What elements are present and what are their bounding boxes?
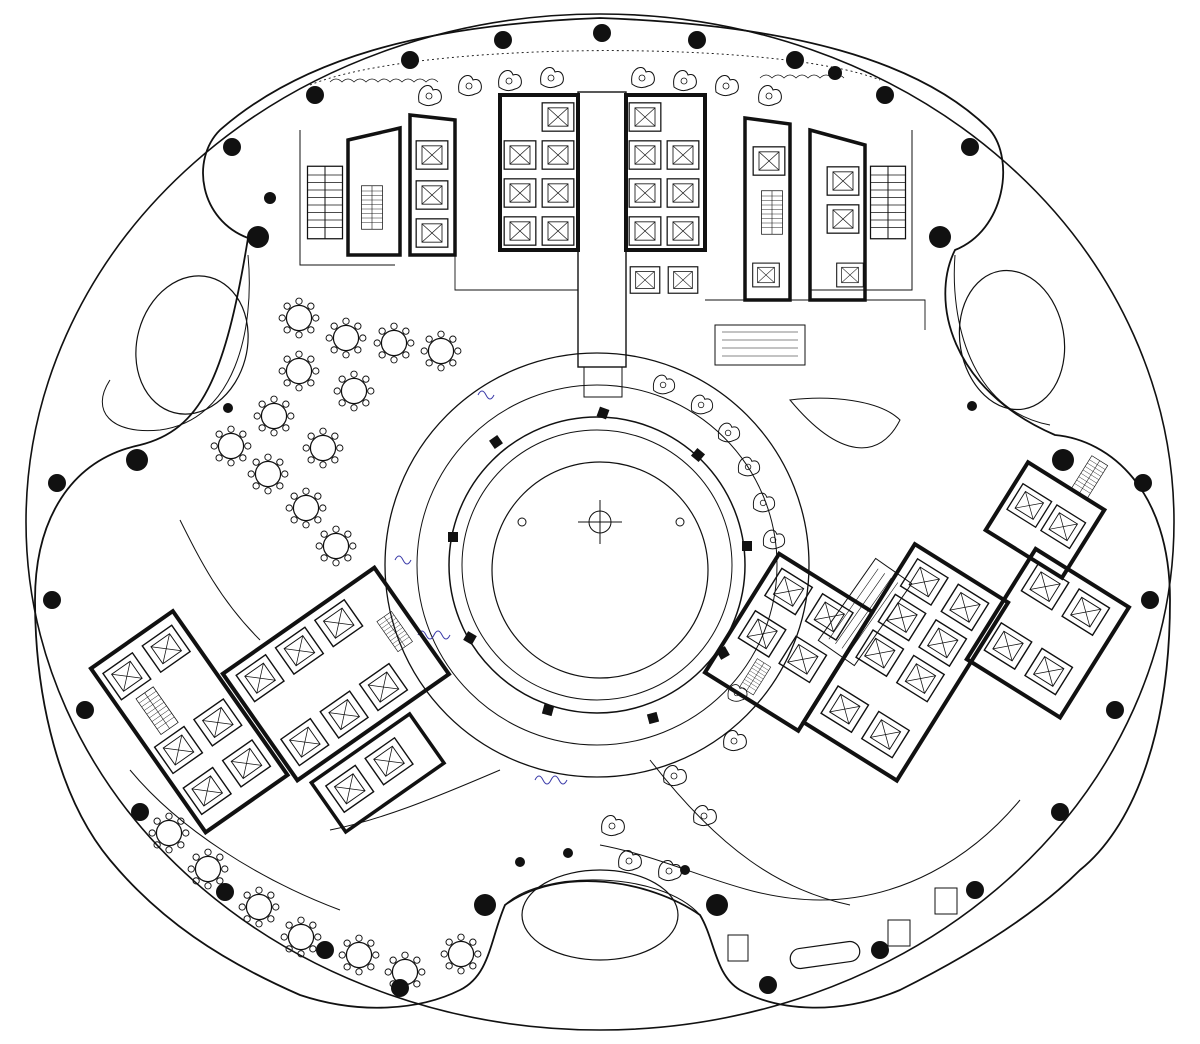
west-void bbox=[135, 275, 249, 415]
north-lounge-seating bbox=[418, 67, 782, 107]
south-void bbox=[521, 869, 679, 961]
rotunda-outer-ring bbox=[384, 352, 810, 778]
rotunda-columns bbox=[448, 406, 752, 725]
structural-columns bbox=[43, 24, 1159, 997]
rotunda-ring-2 bbox=[416, 384, 778, 746]
southeast-meeting-furniture bbox=[601, 684, 958, 970]
rotunda-center bbox=[491, 461, 709, 679]
southeast-core bbox=[702, 541, 1132, 784]
northeast-core bbox=[982, 455, 1109, 581]
rotunda-ring-4 bbox=[461, 429, 733, 701]
southeast-escalator bbox=[817, 557, 913, 667]
north-core bbox=[299, 91, 926, 398]
building-outline bbox=[34, 17, 1171, 1009]
rotunda-ring-3 bbox=[448, 416, 746, 714]
revision-marks bbox=[394, 390, 568, 785]
north-curtain-wall bbox=[329, 74, 845, 83]
southwest-dining-tables bbox=[148, 812, 482, 993]
southwest-core bbox=[88, 564, 452, 836]
corridor-lines bbox=[129, 397, 1021, 911]
east-lounge-seating bbox=[652, 374, 786, 550]
east-void bbox=[958, 269, 1066, 411]
site-boundary bbox=[25, 13, 1175, 1031]
center-crosshair-icon bbox=[578, 500, 622, 544]
